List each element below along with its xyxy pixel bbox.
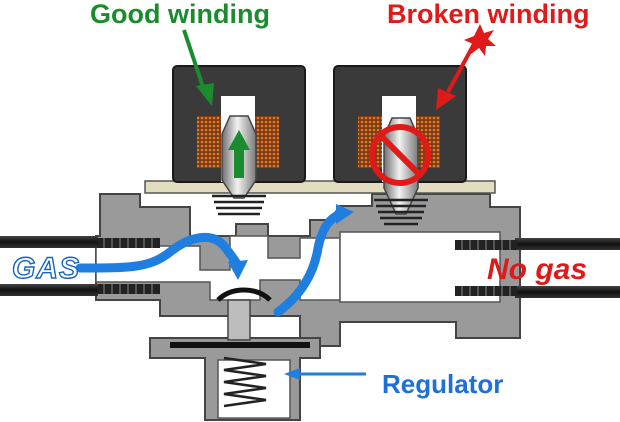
spark-burst-icon [464,24,496,56]
gas-inlet-label: GAS [11,252,81,285]
broken-plunger-spring [374,198,428,226]
regulator-label: Regulator [382,369,504,399]
gas-flow-arrows [75,204,366,380]
inlet-hose [0,236,160,296]
outlet-hose [455,238,620,298]
no-symbol-icon [369,124,431,186]
broken-winding-pointer-arrow [436,43,476,110]
good-winding-label: Good winding [90,0,270,29]
broken-plunger [374,117,428,226]
good-winding-pointer-arrow [182,29,214,106]
regulator-diaphragm [170,287,310,348]
regulator-spring [223,356,267,408]
no-gas-label: No gas [487,253,588,286]
broken-winding-label: Broken winding [387,0,590,29]
up-arrow-icon [228,130,250,178]
good-plunger-spring [212,194,266,216]
